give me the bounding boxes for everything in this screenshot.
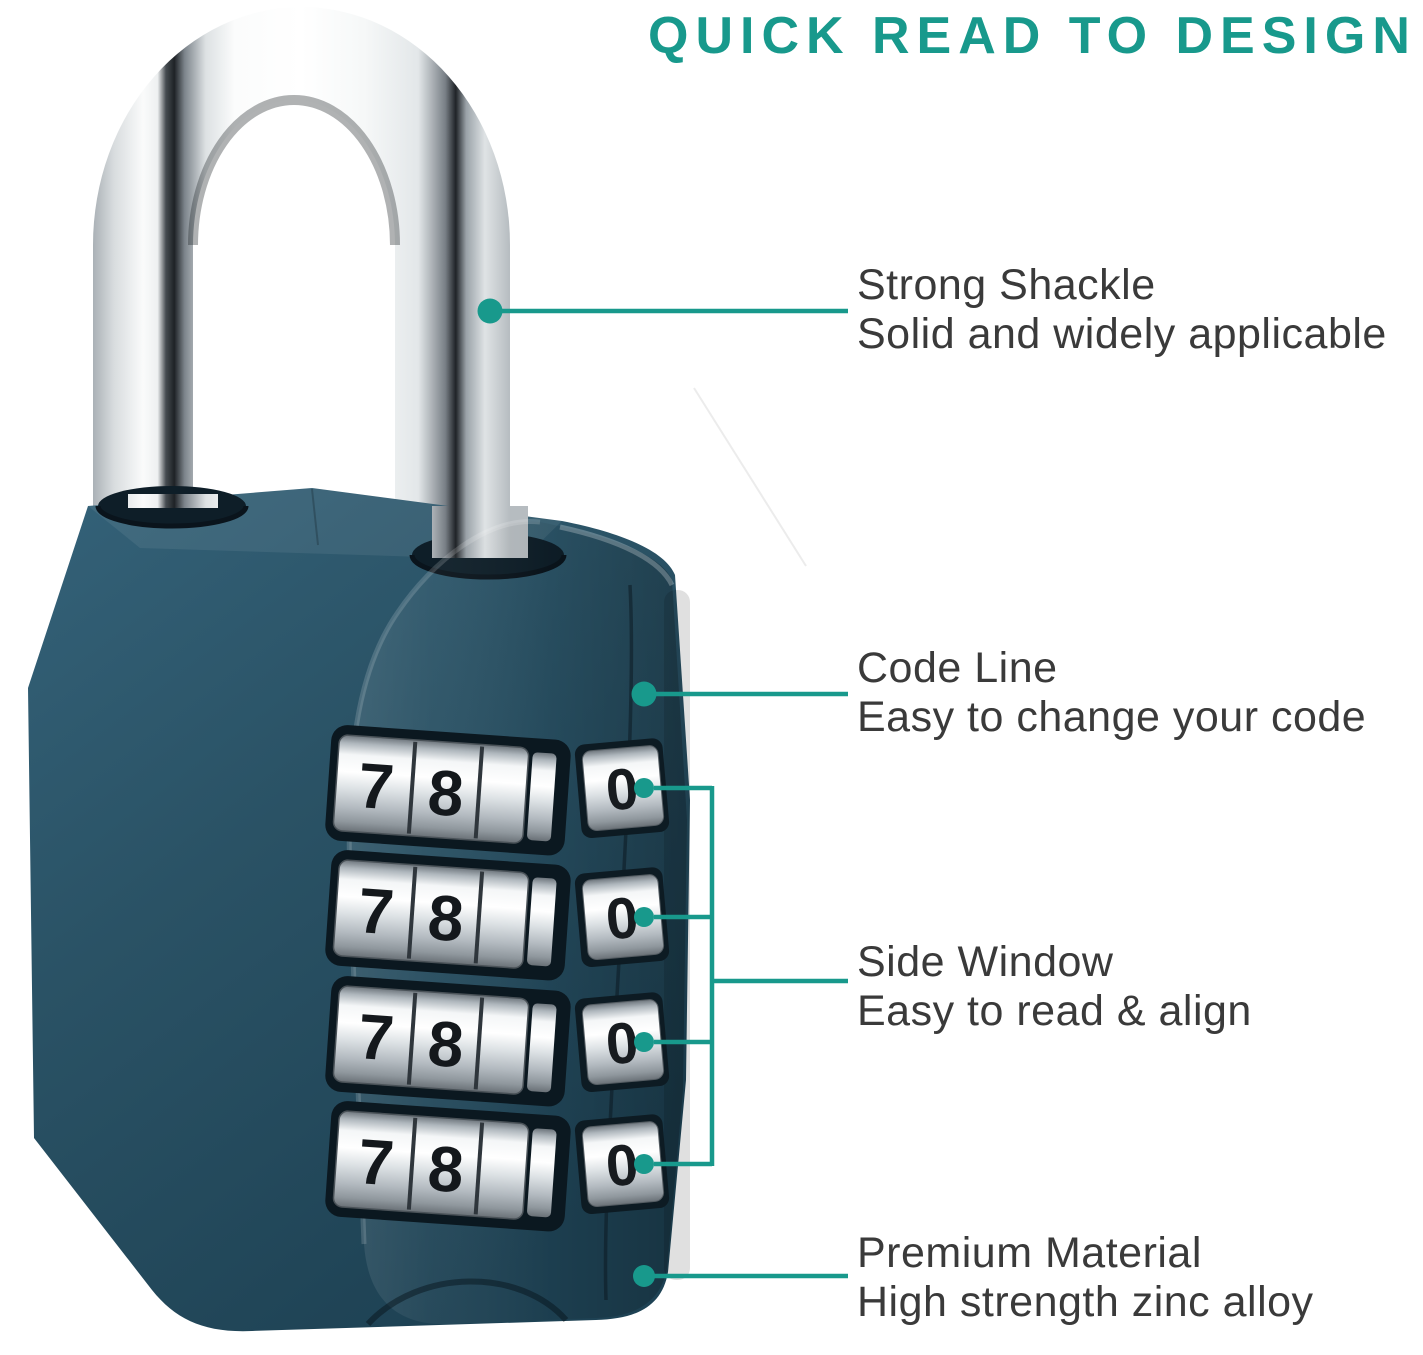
front-dials: 7 8 7 8 7 8 bbox=[325, 725, 571, 1232]
dial-divider bbox=[406, 866, 418, 959]
dial-digit-left: 7 bbox=[356, 874, 397, 948]
front-dial-row: 7 8 bbox=[325, 725, 571, 856]
annotation-description: Solid and widely applicable bbox=[857, 310, 1387, 358]
shackle-shape bbox=[93, 7, 510, 586]
callouts bbox=[477, 298, 848, 1287]
front-dial-row: 7 8 bbox=[325, 1101, 571, 1232]
dial-wheel-edge bbox=[527, 1128, 557, 1218]
annotation-code-line: Code Line Easy to change your code bbox=[857, 644, 1366, 742]
side-window-wheel bbox=[581, 999, 665, 1085]
slab-top-highlight bbox=[559, 524, 675, 587]
annotation-description: Easy to change your code bbox=[857, 693, 1367, 741]
dial-divider bbox=[406, 992, 418, 1085]
side-window: 0 bbox=[574, 738, 670, 838]
dial-divider bbox=[473, 997, 485, 1090]
dial-digit-left: 7 bbox=[356, 1125, 397, 1199]
annotation-description: High strength zinc alloy bbox=[857, 1278, 1314, 1326]
shackle-hole-rim-left bbox=[95, 505, 249, 529]
front-dial-row: 7 8 bbox=[325, 850, 571, 981]
dial-digit-left: 7 bbox=[356, 1000, 397, 1074]
code-line-callout-dot bbox=[631, 681, 657, 707]
dial-divider bbox=[406, 1117, 418, 1210]
right-edge-shade bbox=[664, 590, 690, 1280]
annotation-label: Premium Material bbox=[857, 1229, 1202, 1277]
dial-wheel-edge bbox=[527, 1003, 557, 1093]
shackle-inner-shadow bbox=[188, 95, 400, 246]
annotation-label: Code Line bbox=[857, 644, 1058, 692]
shackle-leg-stub-left bbox=[128, 494, 218, 508]
shackle-callout-dot bbox=[477, 298, 503, 324]
side-window-wheel bbox=[581, 1121, 665, 1207]
annotation-label: Strong Shackle bbox=[857, 261, 1156, 309]
side-windows: 0 0 0 0 bbox=[574, 738, 670, 1214]
side-window-dot-1 bbox=[634, 778, 654, 798]
premium-callout-dot bbox=[633, 1265, 655, 1287]
dial-digit-right: 8 bbox=[426, 756, 467, 830]
shackle bbox=[93, 7, 510, 586]
side-window: 0 bbox=[574, 1114, 670, 1214]
dial-wheel-edge bbox=[527, 752, 557, 842]
side-window-wheel bbox=[581, 745, 665, 831]
background-reflection-line bbox=[693, 387, 807, 567]
dial-divider bbox=[406, 741, 418, 834]
dial-digit-right: 8 bbox=[426, 881, 467, 955]
body-top-seam bbox=[311, 488, 319, 546]
annotation-label: Side Window bbox=[857, 938, 1114, 986]
page-title: QUICK READ TO DESIGN bbox=[648, 7, 1417, 65]
dial-wheel-edge bbox=[527, 877, 557, 967]
annotation-strong-shackle: Strong Shackle Solid and widely applicab… bbox=[857, 261, 1387, 359]
front-dial-row: 7 8 bbox=[325, 976, 571, 1107]
dial-digit-left: 7 bbox=[356, 749, 397, 823]
annotation-description: Easy to read & align bbox=[857, 987, 1252, 1035]
side-window: 0 bbox=[574, 867, 670, 967]
side-window-dot-2 bbox=[634, 907, 654, 927]
bottom-scoop bbox=[365, 1278, 569, 1327]
dial-digit-right: 8 bbox=[426, 1007, 467, 1081]
side-window-dot-4 bbox=[634, 1154, 654, 1174]
dial-divider bbox=[473, 1122, 485, 1215]
side-window-wheel bbox=[581, 874, 665, 960]
dial-divider bbox=[473, 871, 485, 964]
annotation-premium-material: Premium Material High strength zinc allo… bbox=[857, 1229, 1314, 1327]
dial-divider bbox=[473, 746, 485, 839]
annotation-side-window: Side Window Easy to read & align bbox=[857, 938, 1252, 1036]
side-window-dot-3 bbox=[634, 1032, 654, 1052]
dial-digit-right: 8 bbox=[426, 1132, 467, 1206]
